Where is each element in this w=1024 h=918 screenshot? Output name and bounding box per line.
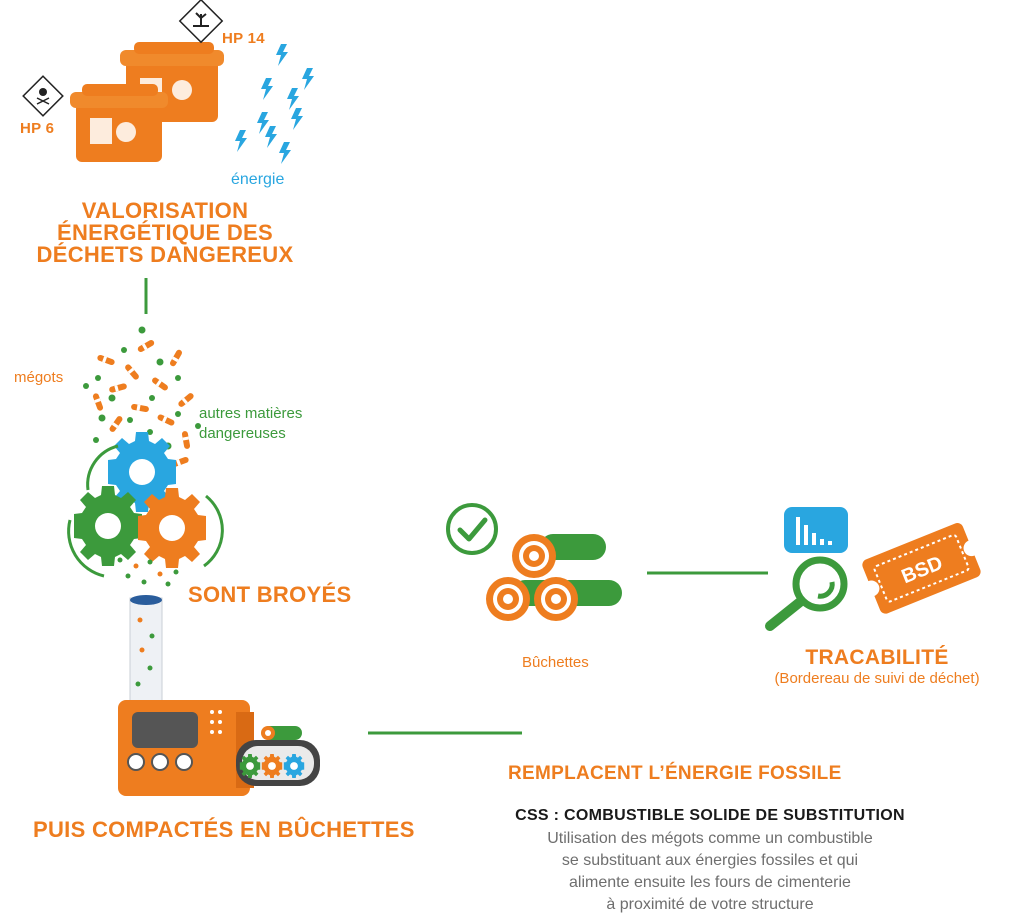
magnifier-icon <box>765 556 848 631</box>
hazard-label-hp6: HP 6 <box>20 120 55 137</box>
rotation-arrow <box>86 444 119 491</box>
gear-icon <box>138 488 206 568</box>
css-heading: CSS : COMBUSTIBLE SOLIDE DE SUBSTITUTION <box>515 807 905 824</box>
gear-icon <box>108 432 176 512</box>
log-bundle-icon <box>486 534 622 621</box>
chart-icon <box>784 507 848 553</box>
heading-compactes: PUIS COMPACTÉS EN BÛCHETTES <box>33 817 415 842</box>
waste-container-icon <box>70 84 168 162</box>
subtitle-tracabilite: (Bordereau de suivi de déchet) <box>774 670 980 687</box>
lightning-icon <box>235 44 314 164</box>
compactor-machine-icon <box>118 700 254 796</box>
css-body-line: à proximité de votre structure <box>606 896 814 913</box>
label-megots: mégots <box>14 369 64 386</box>
hazard-diamond-environment-icon <box>178 0 224 44</box>
energy-label: énergie <box>231 171 285 188</box>
conveyor-icon <box>236 726 320 786</box>
rotation-arrow <box>203 494 224 568</box>
label-autres-matieres: autres matières dangereuses <box>199 405 303 442</box>
rotation-arrow <box>67 519 105 578</box>
css-body-line: Utilisation des mégots comme un combusti… <box>547 830 873 847</box>
heading-valorisation: VALORISATION ÉNERGÉTIQUE DES DÉCHETS DAN… <box>36 198 294 267</box>
css-body-line: alimente ensuite les fours de cimenterie <box>569 874 851 891</box>
check-circle-icon <box>446 503 498 555</box>
hazard-diamond-toxic-icon <box>22 75 64 117</box>
css-body-line: se substituant aux énergies fossiles et … <box>561 852 859 869</box>
gear-icon <box>74 486 142 566</box>
hazard-label-hp14: HP 14 <box>222 30 265 47</box>
particle-dots <box>117 557 179 587</box>
ticket-icon: BSD <box>862 523 981 614</box>
heading-broyes: SONT BROYÉS <box>188 582 352 607</box>
heading-remplacent: REMPLACENT L’ÉNERGIE FOSSILE <box>508 763 842 784</box>
heading-tracabilite: TRACABILITÉ <box>805 646 949 669</box>
feed-tube <box>129 595 163 703</box>
css-body: Utilisation des mégots comme un combusti… <box>470 828 950 916</box>
label-buchettes: Bûchettes <box>522 654 589 671</box>
